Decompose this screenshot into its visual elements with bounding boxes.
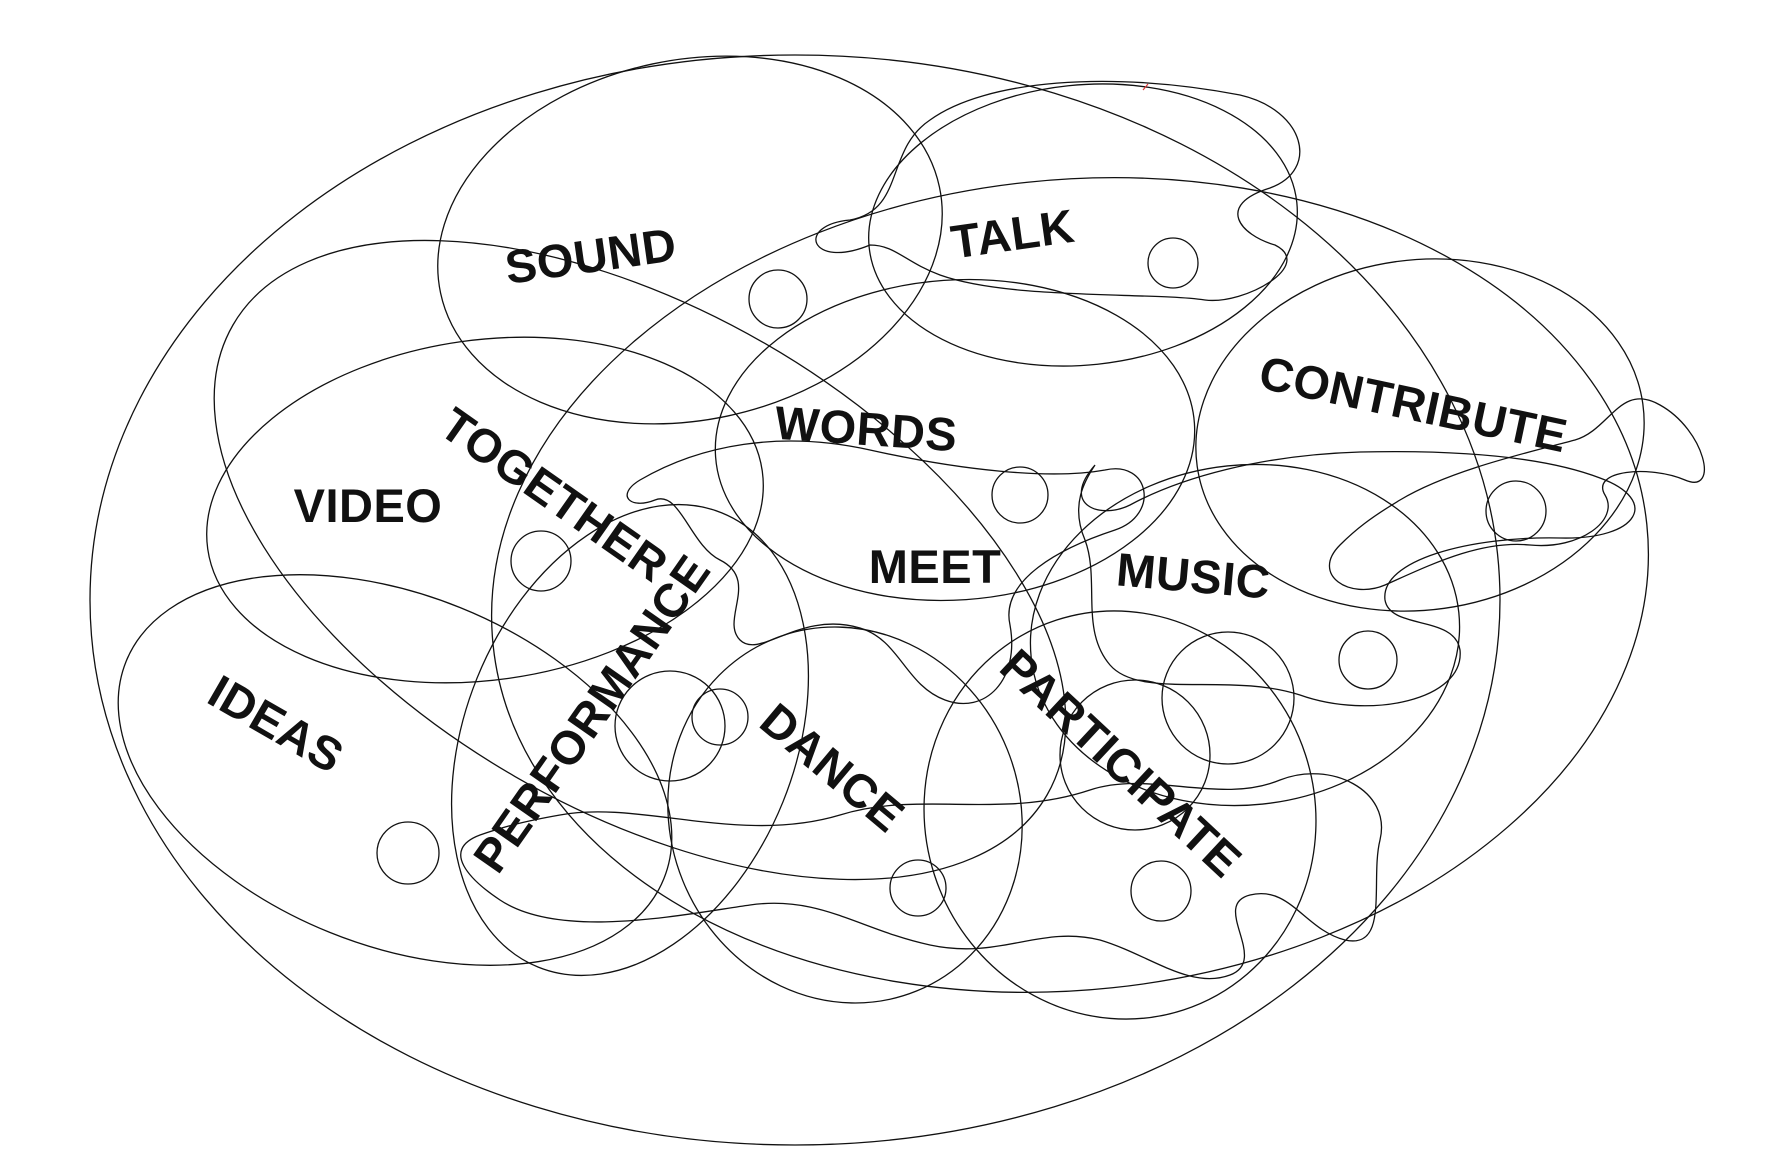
small-circle xyxy=(691,688,749,746)
label-video: VIDEO xyxy=(294,479,443,532)
label-performance: PERFORMANCE xyxy=(463,545,721,882)
talk-ellipse xyxy=(868,83,1298,367)
small-circle xyxy=(510,530,572,592)
ideas-ellipse xyxy=(117,574,673,966)
label-contribute: CONTRIBUTE xyxy=(1255,345,1572,462)
label-talk: TALK xyxy=(948,199,1078,269)
center-ellipse xyxy=(490,177,1650,993)
sound-ellipse xyxy=(437,55,943,425)
diagonal-band-ellipse xyxy=(213,239,1067,881)
small-circle xyxy=(889,859,947,917)
music-ellipse xyxy=(1029,463,1461,807)
small-circle xyxy=(1161,631,1295,765)
talk-wavy-blob xyxy=(815,80,1301,302)
far-right-wavy-blob xyxy=(1328,398,1705,590)
label-together: TOGETHER xyxy=(431,397,678,592)
small-circle xyxy=(1059,679,1211,831)
dance-ellipse xyxy=(667,626,1023,1004)
small-circle xyxy=(376,821,440,885)
participate-ellipse xyxy=(923,610,1317,1020)
label-words: WORDS xyxy=(773,396,959,462)
outer-ellipse xyxy=(89,54,1501,1146)
contribute-ellipse xyxy=(1195,258,1645,612)
small-circle xyxy=(991,466,1049,524)
small-circle xyxy=(1147,237,1199,289)
small-circle xyxy=(1338,630,1398,690)
label-meet: MEET xyxy=(869,540,1002,593)
right-wavy-blob xyxy=(1078,450,1636,707)
label-music: MUSIC xyxy=(1114,542,1272,608)
small-circle xyxy=(1485,480,1547,542)
label-sound: SOUND xyxy=(502,217,680,293)
center-wavy-blob xyxy=(626,440,1145,705)
small-circle xyxy=(1130,860,1192,922)
words-ellipse xyxy=(714,278,1196,602)
small-circle xyxy=(748,269,808,329)
bottom-wavy-blob xyxy=(460,773,1383,980)
small-circle xyxy=(614,670,726,782)
label-ideas: IDEAS xyxy=(200,664,353,783)
red-tick-mark xyxy=(1142,83,1149,91)
video-ellipse xyxy=(206,336,764,684)
performance-ellipse xyxy=(450,503,810,977)
label-participate: PARTICIPATE xyxy=(990,638,1252,887)
